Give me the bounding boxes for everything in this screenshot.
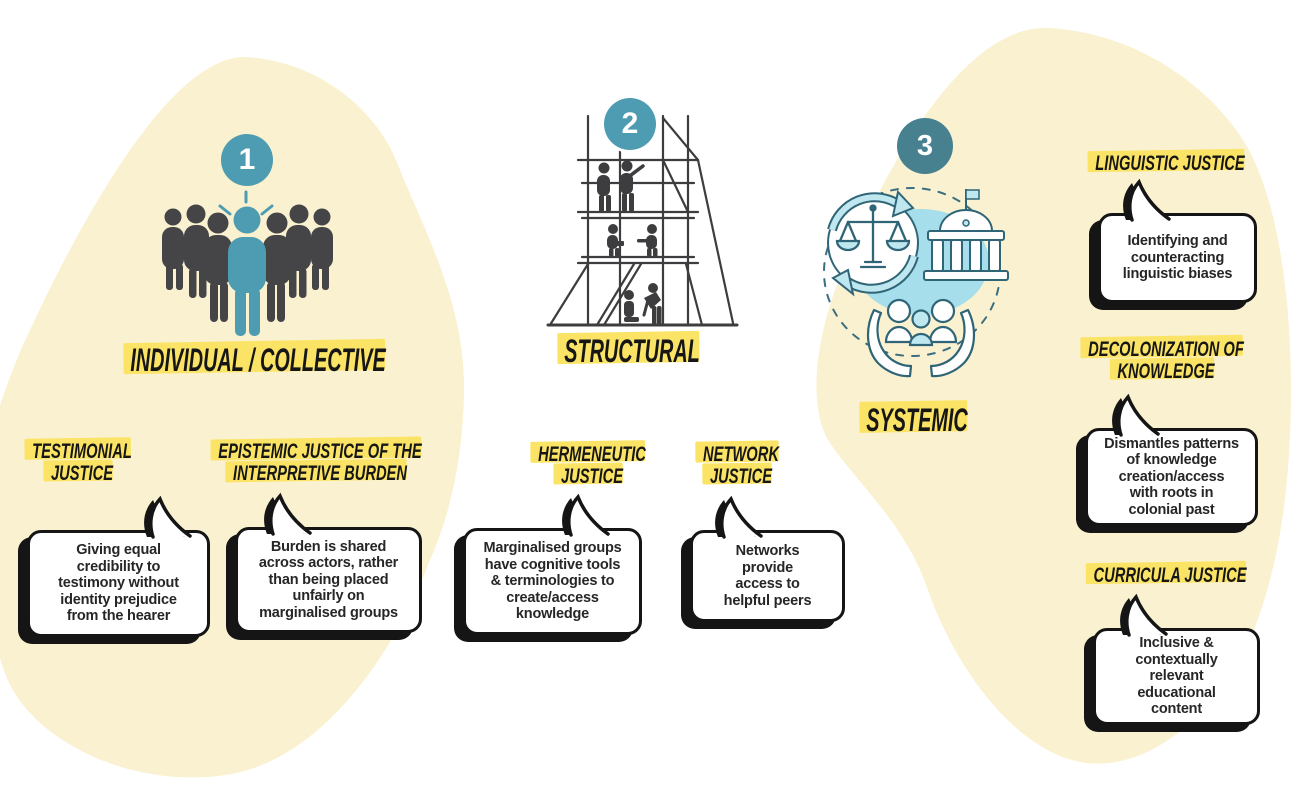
section-2-number-badge: 2 <box>604 98 656 150</box>
section-2-number: 2 <box>621 107 639 140</box>
scaffold-frame <box>546 114 739 327</box>
speech-tail-icon <box>1112 393 1161 437</box>
speech-tail-icon <box>144 495 193 539</box>
decolonization-text: Dismantles patterns of knowledge creatio… <box>1104 435 1239 518</box>
section-1-title: INDIVIDUAL / COLLECTIVE <box>130 342 386 378</box>
speech-tail-icon <box>264 492 313 536</box>
hands-holding-people-icon <box>867 298 975 378</box>
hermeneutic-justice-text: Marginalised groups have cognitive tools… <box>483 540 622 623</box>
interpretive-burden-heading: EPISTEMIC JUSTICE OF THE INTERPRETIVE BU… <box>218 440 422 485</box>
network-justice-heading: NETWORK JUSTICE <box>703 443 779 488</box>
linguistic-justice-bubble: Identifying and counteracting linguistic… <box>1098 178 1257 303</box>
hermeneutic-justice-bubble: Marginalised groups have cognitive tools… <box>463 493 642 635</box>
decolonization-heading: DECOLONIZATION OF KNOWLEDGE <box>1088 338 1244 383</box>
curricula-justice-heading: CURRICULA JUSTICE <box>1093 564 1247 587</box>
scaffolding-icon <box>546 114 739 327</box>
justice-system-icon <box>823 187 1009 378</box>
idea-rays-icon <box>218 190 274 216</box>
government-building-icon <box>923 189 1009 281</box>
scales-cycle-icon <box>827 189 919 297</box>
section-3-number: 3 <box>916 129 934 162</box>
linguistic-justice-heading: LINGUISTIC JUSTICE <box>1095 152 1245 175</box>
curricula-justice-bubble: Inclusive & contextually relevant educat… <box>1093 593 1260 725</box>
section-3-number-badge: 3 <box>897 118 953 174</box>
hermeneutic-justice-heading: HERMENEUTIC JUSTICE <box>538 443 646 488</box>
gray-people-figures <box>162 204 333 322</box>
people-group-icon <box>162 190 333 336</box>
network-justice-bubble: Networks provide access to helpful peers <box>690 495 845 622</box>
network-justice-text: Networks provide access to helpful peers <box>723 543 812 609</box>
speech-tail-icon <box>1119 593 1168 637</box>
testimonial-justice-bubble: Giving equal credibility to testimony wi… <box>27 495 210 637</box>
speech-tail-icon <box>1123 178 1172 222</box>
testimonial-justice-heading: TESTIMONIAL JUSTICE <box>32 440 132 485</box>
testimonial-justice-text: Giving equal credibility to testimony wi… <box>58 542 179 625</box>
curricula-justice-text: Inclusive & contextually relevant educat… <box>1135 635 1218 718</box>
scaffold-workers <box>597 160 662 325</box>
speech-tail-icon <box>714 495 763 539</box>
section-3-title: SYSTEMIC <box>866 402 968 438</box>
decolonization-bubble: Dismantles patterns of knowledge creatio… <box>1085 393 1258 526</box>
section-2-title: STRUCTURAL <box>564 333 700 369</box>
section-1-number-badge: 1 <box>221 134 273 186</box>
interpretive-burden-text: Burden is shared across actors, rather t… <box>258 538 399 621</box>
section-1-number: 1 <box>238 143 256 176</box>
interpretive-burden-bubble: Burden is shared across actors, rather t… <box>235 492 422 633</box>
teal-person-figure <box>228 206 266 336</box>
linguistic-justice-text: Identifying and counteracting linguistic… <box>1122 233 1233 283</box>
speech-tail-icon <box>562 493 610 537</box>
